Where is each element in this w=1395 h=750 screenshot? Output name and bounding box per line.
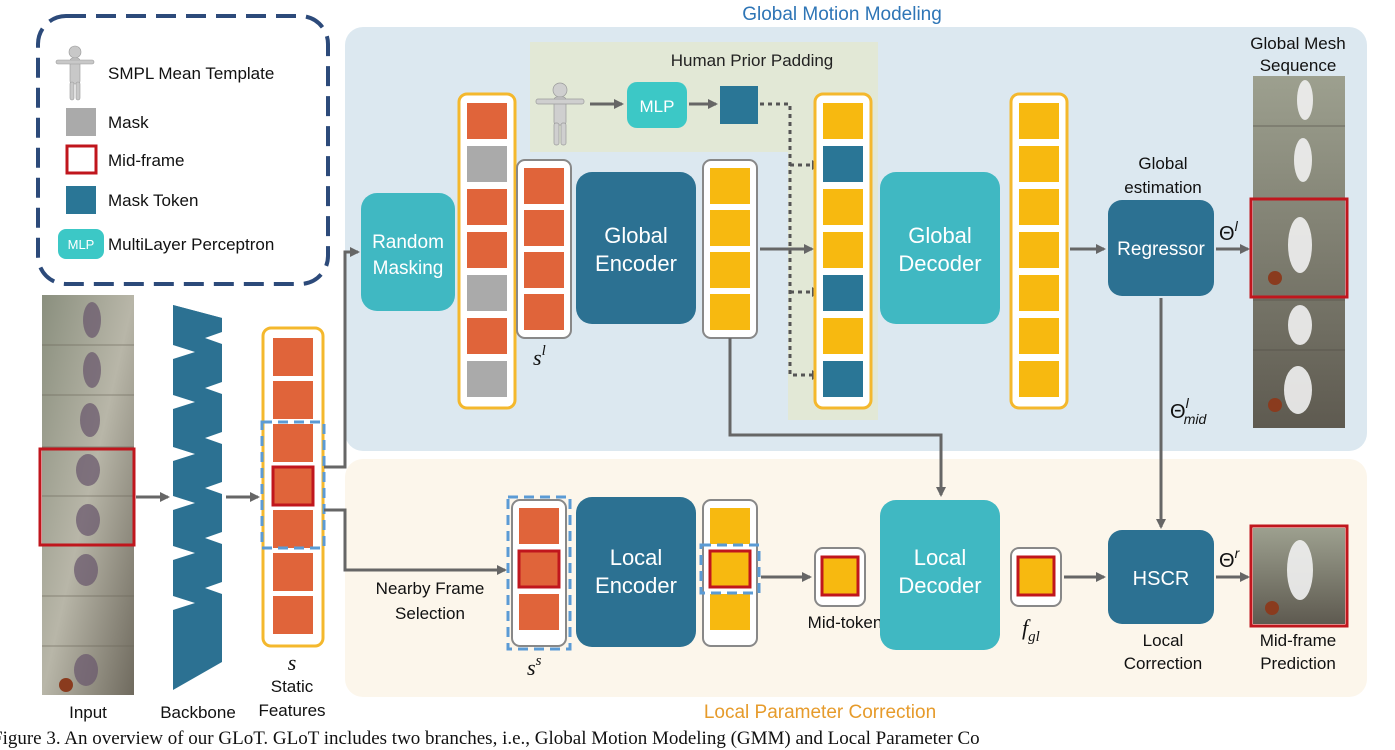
padded-tokens: [823, 103, 863, 397]
fgl-token: [1016, 555, 1056, 597]
gmm-title: Global Motion Modeling: [742, 4, 942, 25]
static-midframe: [271, 465, 315, 507]
theta-r-label: Θr: [1219, 545, 1241, 572]
mid-frame-prediction-border: [1249, 524, 1349, 628]
static-nearby-selection: [260, 420, 326, 550]
backbone: [173, 305, 222, 690]
legend-mask-swatch: [66, 108, 96, 136]
ss-midframe: [517, 549, 561, 589]
prior-title: Human Prior Padding: [671, 51, 834, 70]
global-encoder-label-2: Encoder: [595, 251, 677, 276]
regressor-label: Regressor: [1117, 239, 1205, 260]
local-corr-label-2: Correction: [1124, 654, 1202, 673]
input-label: Input: [69, 703, 107, 722]
legend-box: [36, 14, 330, 286]
local-encoder-label-1: Local: [610, 545, 663, 570]
input-frames: [42, 295, 134, 695]
midtoken-label: Mid-token: [808, 613, 883, 632]
global-mesh-midframe: [1249, 197, 1349, 299]
s-label: s: [288, 650, 297, 675]
static-label-2: Features: [258, 701, 325, 720]
legend-mask: Mask: [108, 113, 149, 132]
static-label-1: Static: [271, 677, 314, 696]
legend-mlp-swatch: [58, 229, 104, 259]
local-enc-midtoken: [708, 549, 752, 589]
legend-midframe-swatch: [65, 144, 98, 175]
ss-label: ss: [527, 653, 542, 680]
midtoken: [820, 555, 860, 597]
local-decoder-block: [880, 500, 1000, 650]
smpl-template-icon: [535, 82, 585, 146]
local-enc-out-tokens: [710, 508, 750, 630]
arrow-static-nearby: [324, 508, 507, 575]
mlp-output-token: [720, 86, 758, 124]
legend-midframe: Mid-frame: [108, 151, 185, 170]
dotted-prior-path: [760, 102, 812, 377]
global-enc-out-tokens: [710, 168, 750, 330]
lpc-title: Local Parameter Correction: [704, 702, 936, 723]
legend-masktoken: Mask Token: [108, 191, 198, 210]
regressor-block: [1108, 200, 1214, 296]
random-masking-label-1: Random: [372, 232, 444, 253]
legend-smpl: SMPL Mean Template: [108, 64, 274, 83]
theta-l-label: Θl: [1219, 218, 1239, 245]
local-encoder-block: [576, 497, 696, 647]
global-decoder-label-1: Global: [908, 223, 972, 248]
arrow-global-local-decoder: [728, 338, 946, 497]
global-est-label-1: Global: [1138, 154, 1187, 173]
legend-masktoken-swatch: [66, 186, 96, 214]
global-est-label-2: estimation: [1124, 178, 1201, 197]
backbone-label: Backbone: [160, 703, 236, 722]
global-encoder-label-1: Global: [604, 223, 668, 248]
legend-mlp: MultiLayer Perceptron: [108, 235, 274, 254]
hscr-block: [1108, 530, 1214, 624]
hscr-label: HSCR: [1133, 568, 1190, 590]
sl-frame: [516, 159, 572, 339]
dotted-prior-branches: [790, 163, 812, 294]
static-feature-tokens: [273, 338, 313, 634]
sl-label: sl: [533, 343, 546, 370]
global-decoder-block: [880, 172, 1000, 324]
ss-tokens: [519, 508, 559, 630]
global-dec-out-tokens: [1019, 103, 1059, 397]
mlp-label: MLP: [640, 97, 675, 116]
local-enc-selection: [699, 543, 761, 595]
random-masking-label-2: Masking: [373, 258, 444, 279]
global-mesh-frames: [1253, 76, 1345, 428]
local-encoder-label-2: Encoder: [595, 573, 677, 598]
mlp-block: [627, 82, 687, 128]
local-decoder-label-1: Local: [914, 545, 967, 570]
figure-caption: Figure 3. An overview of our GLoT. GLoT …: [0, 728, 980, 749]
legend-mlp-tag: MLP: [68, 237, 95, 252]
local-corr-label-1: Local: [1143, 631, 1184, 650]
input-midframe-highlight: [38, 447, 136, 547]
global-encoder-block: [576, 172, 696, 324]
fgl-label: fgl: [1022, 615, 1040, 645]
mid-pred-label-2: Prediction: [1260, 654, 1336, 673]
global-mesh-label-2: Sequence: [1260, 56, 1337, 75]
global-decoder-label-2: Decoder: [898, 251, 981, 276]
nearby-label-1: Nearby Frame: [376, 579, 485, 598]
backbone-notches: [173, 332, 222, 610]
mid-frame-prediction-image: [1253, 528, 1345, 624]
arrow-static-masking: [324, 247, 360, 469]
random-masking-block: [361, 193, 455, 311]
nearby-label-2: Selection: [395, 604, 465, 623]
local-decoder-label-2: Decoder: [898, 573, 981, 598]
smpl-icon: [55, 45, 95, 101]
ss-selection: [506, 495, 572, 651]
masked-tokens: [467, 103, 507, 397]
sl-tokens: [524, 168, 564, 330]
global-mesh-label-1: Global Mesh: [1250, 34, 1345, 53]
mid-pred-label-1: Mid-frame: [1260, 631, 1337, 650]
